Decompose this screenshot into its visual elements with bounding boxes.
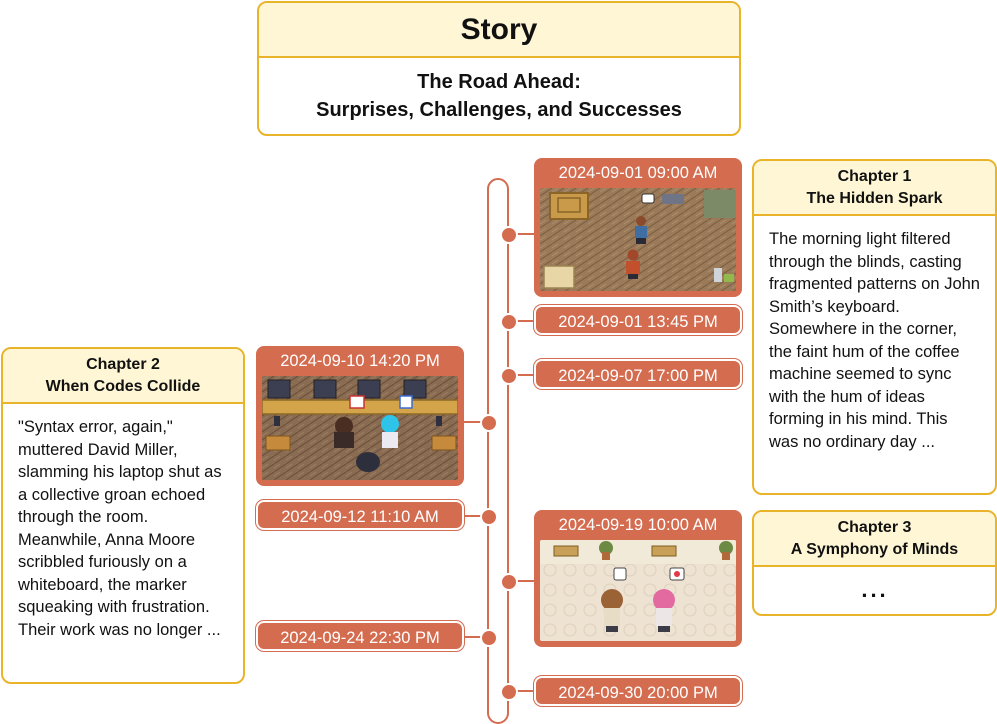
- office-morning-scene: [540, 188, 736, 291]
- chapter-1-title: The Hidden Spark: [806, 190, 943, 207]
- timeline-dot: [500, 573, 518, 591]
- event-card-4[interactable]: 2024-09-10 14:20 PM: [256, 346, 464, 486]
- timeline-connector: [463, 421, 489, 423]
- chapter-1-label: Chapter 1: [837, 168, 912, 185]
- timeline-dot: [500, 226, 518, 244]
- event-pill-7[interactable]: 2024-09-24 22:30 PM: [256, 621, 464, 651]
- meeting-hall-scene: [540, 540, 736, 641]
- timeline-connector: [463, 515, 489, 517]
- chapter-2-label: Chapter 2: [86, 356, 160, 373]
- timeline-connector: [463, 636, 489, 638]
- event-pill-3[interactable]: 2024-09-07 17:00 PM: [534, 359, 742, 389]
- timeline-connector: [509, 580, 535, 582]
- timeline-connector: [509, 690, 535, 692]
- timeline-dot: [500, 683, 518, 701]
- timeline-dot: [480, 508, 498, 526]
- timeline-connector: [509, 320, 535, 322]
- chapter-3-title: A Symphony of Minds: [790, 541, 959, 558]
- chapter-2-text: "Syntax error, again," muttered David Mi…: [18, 418, 222, 639]
- chapter-2-title: When Codes Collide: [45, 378, 201, 395]
- timeline-connector: [509, 233, 535, 235]
- chapter-1-box: Chapter 1 The Hidden Spark The morning l…: [752, 159, 997, 495]
- coding-room-scene: [262, 376, 458, 480]
- chapter-3-header: Chapter 3 A Symphony of Minds: [754, 512, 995, 567]
- chapter-3-text: ...: [861, 577, 889, 602]
- story-heading: Story: [259, 3, 739, 58]
- timeline-dot: [480, 414, 498, 432]
- chapter-3-box: Chapter 3 A Symphony of Minds ...: [752, 510, 997, 616]
- event-card-6[interactable]: 2024-09-19 10:00 AM: [534, 510, 742, 647]
- chapter-2-box: Chapter 2 When Codes Collide "Syntax err…: [1, 347, 245, 684]
- timeline-dot: [500, 367, 518, 385]
- timeline-connector: [509, 374, 535, 376]
- story-title-line-1: The Road Ahead:: [417, 71, 581, 93]
- chapter-1-header: Chapter 1 The Hidden Spark: [754, 161, 995, 216]
- story-title-line-2: Surprises, Challenges, and Successes: [316, 99, 682, 121]
- story-box: Story The Road Ahead: Surprises, Challen…: [257, 1, 741, 136]
- story-title: The Road Ahead: Surprises, Challenges, a…: [259, 58, 739, 124]
- event-pill-8[interactable]: 2024-09-30 20:00 PM: [534, 676, 742, 706]
- event-6-time: 2024-09-19 10:00 AM: [558, 516, 718, 534]
- event-pill-5[interactable]: 2024-09-12 11:10 AM: [256, 500, 464, 530]
- event-4-time: 2024-09-10 14:20 PM: [280, 352, 440, 370]
- chapter-1-text: The morning light filtered through the b…: [769, 230, 980, 451]
- event-1-time: 2024-09-01 09:00 AM: [558, 164, 718, 182]
- timeline-dot: [480, 629, 498, 647]
- chapter-3-label: Chapter 3: [837, 519, 912, 536]
- chapter-2-header: Chapter 2 When Codes Collide: [3, 349, 243, 404]
- event-pill-2[interactable]: 2024-09-01 13:45 PM: [534, 305, 742, 335]
- event-card-1[interactable]: 2024-09-01 09:00 AM: [534, 158, 742, 297]
- timeline-dot: [500, 313, 518, 331]
